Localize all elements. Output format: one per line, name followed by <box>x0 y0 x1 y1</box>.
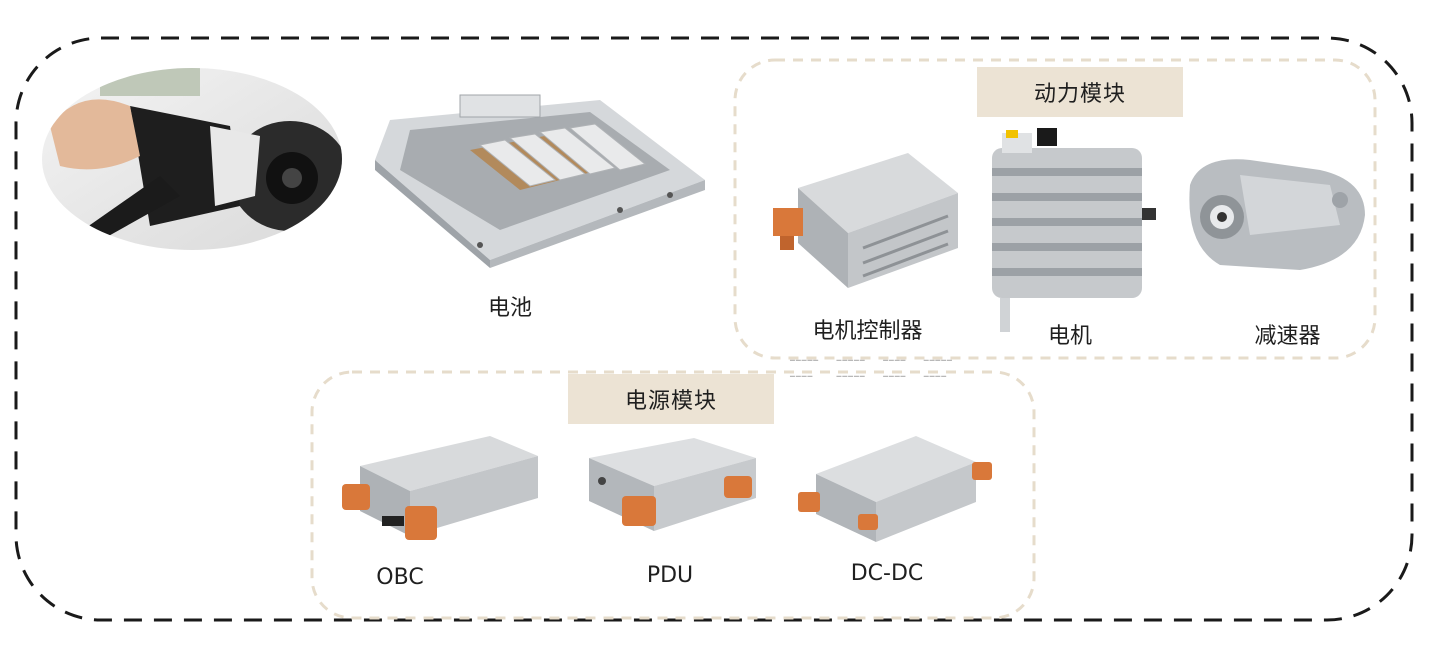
dcdc-converter-icon <box>798 436 992 542</box>
motor-label: 电机 <box>1047 324 1092 349</box>
dcdc-label: DC-DC <box>850 561 924 586</box>
electric-motor-icon <box>992 128 1156 332</box>
faint-spec-text: ▁▁▁▁▁ ▁▁▁▁▁ ▁▁▁▁ ▁▁▁▁▁ <box>790 352 953 361</box>
battery-label: 电池 <box>487 296 532 321</box>
motor-controller-label: 电机控制器 <box>812 319 923 344</box>
battery-pack-icon <box>375 94 705 268</box>
obc-unit-icon <box>342 436 538 540</box>
obc-label: OBC <box>376 565 424 590</box>
power-supply-module-title: 电源模块 <box>568 374 774 424</box>
charging-plug-icon <box>42 68 342 250</box>
power-module-title: 动力模块 <box>977 67 1183 117</box>
reducer-gearbox-icon <box>1189 159 1365 270</box>
faint-spec-text: ▁▁▁▁ ▁▁▁▁▁ ▁▁▁▁ ▁▁▁▁ <box>790 368 948 377</box>
reducer-label: 减速器 <box>1254 324 1321 349</box>
pdu-unit-icon <box>589 438 756 531</box>
power-module-frame <box>733 58 1377 360</box>
outer-dashed-frame <box>14 36 1414 622</box>
pdu-label: PDU <box>646 563 694 588</box>
motor-controller-icon <box>773 153 958 288</box>
